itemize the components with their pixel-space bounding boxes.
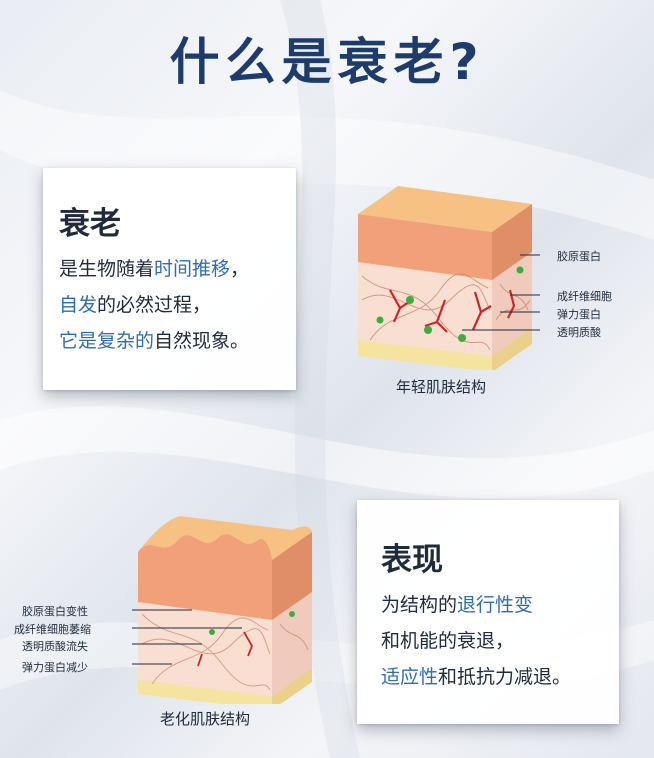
young-skin-illustration [358,186,540,370]
page-title: 什么是衰老? [169,33,485,91]
aging-line-3-highlight-a: 它是复杂的 [59,330,155,352]
aged-fibroblast-cells [197,631,253,667]
aging-line-1-punct: ， [230,258,250,280]
manifest-line-1-text: 为结构的 [381,594,458,616]
aging-definition-card: 衰老 是生物随着时间推移， 自发的必然过程， 它是复杂的自然现象。 [43,168,296,390]
manifest-heading: 表现 [381,542,443,578]
aged-label-collagen: 胶原蛋白变性 [22,605,88,618]
young-skin-caption: 年轻肌肤结构 [396,378,487,396]
manifest-line-2: 和机能的衰退， [381,626,514,653]
manifest-line-3-highlight: 适应性 [381,666,439,688]
aging-line-3-text: 自然现象 [154,330,231,352]
aging-heading: 衰老 [59,206,121,242]
aged-label-elastin: 弹力蛋白减少 [22,661,88,674]
young-label-hyaluronic: 透明质酸 [557,326,601,339]
aging-manifestation-card: 表现 为结构的退行性变 和机能的衰退， 适应性和抵抗力减退。 [357,500,619,724]
aging-line-1-text: 是生物随着 [59,258,155,280]
aged-skin-caption: 老化肌肤结构 [160,710,251,728]
aging-line-1: 是生物随着时间推移， [59,254,249,281]
manifest-line-3-text: 和抵抗力减退。 [438,666,572,688]
aged-label-hyaluronic: 透明质酸流失 [22,640,88,653]
aging-line-1-highlight: 时间推移 [154,258,231,280]
manifest-line-1: 为结构的退行性变 [381,590,533,617]
aging-line-2-text: 的必然过程， [97,294,212,316]
aging-line-3-punct: 。 [230,330,250,352]
hyaluronic-dots [376,266,524,342]
aged-hyaluronic-dots [209,611,295,635]
manifest-line-2-text: 和机能的衰退， [381,630,515,652]
aging-line-2: 自发的必然过程， [59,290,211,317]
manifest-line-1-highlight: 退行性变 [457,594,534,616]
manifest-line-3: 适应性和抵抗力减退。 [381,662,571,689]
aging-line-2-highlight: 自发 [59,294,98,316]
young-label-collagen: 胶原蛋白 [557,250,601,263]
aged-label-fibroblast: 成纤维细胞萎缩 [14,623,91,636]
aging-line-3: 它是复杂的自然现象。 [59,326,249,353]
young-label-fibroblast: 成纤维细胞 [557,290,612,303]
young-label-elastin: 弹力蛋白 [557,308,601,321]
aged-skin-illustration [132,516,312,704]
